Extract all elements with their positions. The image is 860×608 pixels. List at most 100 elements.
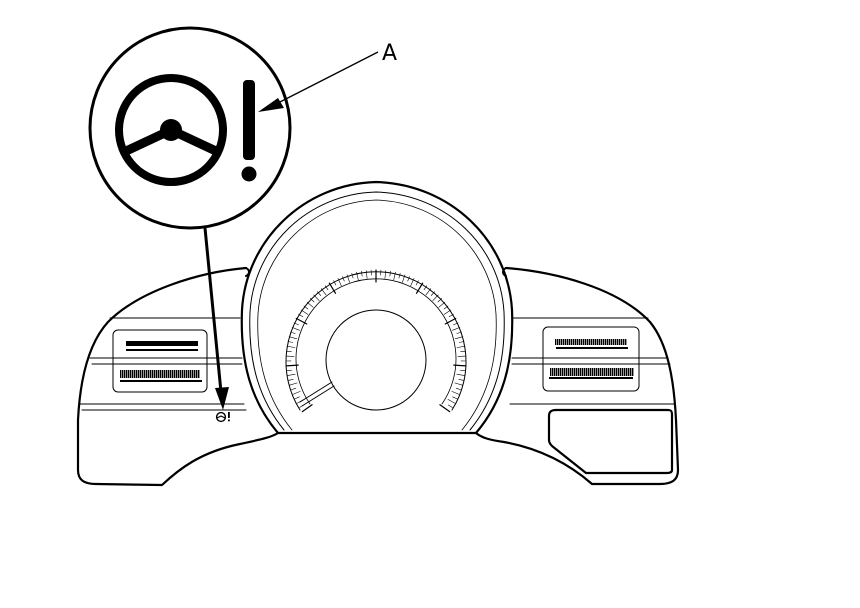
left-display-bar <box>166 370 168 378</box>
left-display-bar <box>184 370 186 378</box>
right-display-bar <box>561 339 563 345</box>
dial-tick <box>451 391 460 395</box>
right-display-bar <box>555 339 557 345</box>
right-display-bar <box>563 339 565 345</box>
dial-tick <box>356 271 359 281</box>
left-display-bar <box>128 370 130 378</box>
right-display-bar <box>630 368 632 376</box>
dial-tick <box>324 285 329 291</box>
left-display-bar <box>120 370 122 378</box>
left-display-bar <box>162 370 164 378</box>
right-display-bar <box>619 339 621 345</box>
right-display-bar <box>632 368 634 376</box>
steering-warning-indicator <box>215 411 230 423</box>
dial-scale-arc-inner <box>295 278 457 405</box>
left-wing-trim <box>79 317 247 411</box>
dial-tick <box>454 382 463 386</box>
exclamation-mark-icon <box>241 80 257 182</box>
dial-tick <box>452 327 461 331</box>
right-display-bar <box>613 339 615 345</box>
right-display-bar <box>579 339 581 345</box>
magnifier-circle <box>88 26 292 230</box>
dial-tick <box>286 345 296 348</box>
dial-tick <box>292 391 301 395</box>
right-display-bar <box>574 368 576 376</box>
dial-tick <box>447 404 453 408</box>
steering-wheel-icon <box>115 74 227 186</box>
right-display-bar <box>615 339 617 345</box>
right-display-bar <box>611 339 613 345</box>
left-display-bar <box>168 370 170 378</box>
dial-scale-arc <box>285 271 467 411</box>
left-display-bar <box>176 370 178 378</box>
right-display-bar <box>562 368 564 376</box>
right-display-bar <box>618 368 620 376</box>
dial-tick <box>286 350 292 353</box>
right-display-bar <box>560 368 562 376</box>
left-display-bar <box>148 370 150 378</box>
right-display-bar <box>603 339 605 345</box>
dial-tick <box>306 301 314 308</box>
dial-tick <box>295 317 308 325</box>
left-display-bar <box>170 370 172 378</box>
right-display-bar <box>571 339 573 345</box>
callout-label-a: A <box>382 41 397 66</box>
dial-tick <box>289 382 298 386</box>
right-display-bar <box>628 368 630 376</box>
right-display-bar <box>617 339 619 345</box>
right-display-bar <box>569 339 571 345</box>
right-display-bar <box>565 339 567 345</box>
right-display-bar <box>595 339 597 345</box>
dial-tick <box>443 305 449 310</box>
callout-a: A <box>258 41 397 112</box>
left-display-bar <box>174 370 176 378</box>
speedometer-dial <box>240 180 514 435</box>
right-display-bar <box>612 368 614 376</box>
right-display-bar <box>602 368 604 376</box>
left-display-bar <box>196 370 198 378</box>
left-display-bar <box>186 370 188 378</box>
right-display-bar <box>620 368 622 376</box>
cluster-housing <box>76 266 680 487</box>
dial-tick <box>443 309 452 315</box>
right-display-bar <box>576 368 578 376</box>
right-display-bar <box>621 339 623 345</box>
right-display-bar <box>623 339 625 345</box>
gauge-hood-inner <box>249 191 505 431</box>
right-display-bar <box>592 368 594 376</box>
left-display-bar <box>134 370 136 378</box>
dial-tick <box>423 285 428 291</box>
dial-tick <box>288 378 294 381</box>
dial-tick <box>447 399 456 404</box>
dial-tick <box>430 291 435 296</box>
left-display-bar <box>178 370 180 378</box>
right-display-bar <box>559 339 561 345</box>
dial-tick <box>285 364 299 367</box>
right-display-bar <box>607 339 609 345</box>
dial-tick <box>294 396 300 400</box>
dial-tick <box>300 309 309 315</box>
dial-tick <box>333 280 337 286</box>
left-display-bar <box>154 370 156 378</box>
right-multi-info-display <box>542 326 640 392</box>
small-exclamation-icon <box>228 412 230 418</box>
right-display-segment-bars <box>549 339 634 379</box>
right-display-bar <box>593 339 595 345</box>
dial-tick <box>456 373 465 376</box>
gauge-hood-outer <box>240 180 514 435</box>
right-display-bar <box>601 339 603 345</box>
right-display-bar <box>570 368 572 376</box>
right-display-bar <box>608 368 610 376</box>
callout-a-leader-line <box>275 51 379 105</box>
right-display-bar <box>622 368 624 376</box>
left-display-bar <box>140 370 142 378</box>
dial-tick <box>317 291 322 296</box>
dial-tick <box>458 341 465 343</box>
right-display-bar <box>582 368 584 376</box>
right-display-bar <box>577 339 579 345</box>
right-display-bar <box>550 368 552 376</box>
left-display-bar <box>172 370 174 378</box>
left-display-bar <box>144 370 146 378</box>
small-steering-wheel-spokes <box>216 415 226 419</box>
